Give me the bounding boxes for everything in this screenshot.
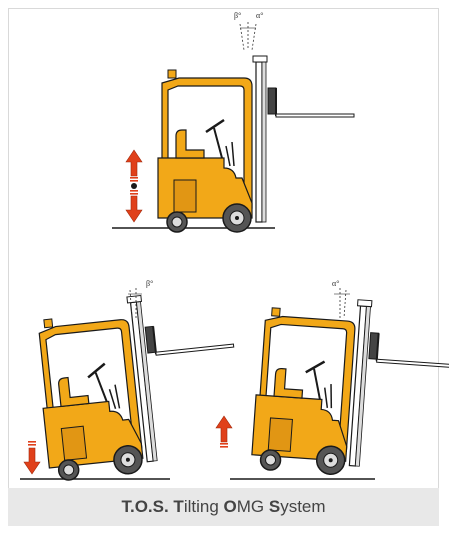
caption-title: T.O.S. Tilting OMG System [121,497,325,517]
caption-text-1: ilting [184,497,224,516]
caption-bold-1: T.O.S. T [121,497,183,516]
up-arrow-bottom-right [216,416,232,448]
caption-bar: T.O.S. Tilting OMG System [8,488,439,526]
down-arrow-bottom-left [24,441,40,474]
forklift-tilted-back [20,286,246,482]
tilt-indicator-bottom-right: α° [332,279,350,318]
caption-bold-3: S [269,497,280,516]
beta-label-top: β° [234,11,241,20]
up-down-arrows-top [126,150,142,222]
alpha-label-top: α° [256,11,263,20]
forklift-upright [112,56,354,232]
tilt-indicator-top: β° α° [234,11,263,50]
beta-label-bottom: β° [146,279,153,288]
caption-text-3: ystem [280,497,325,516]
caption-text-2: MG [237,497,269,516]
alpha-label-bottom: α° [332,279,339,288]
caption-bold-2: O [224,497,237,516]
forklift-tilted-forward [230,293,449,482]
